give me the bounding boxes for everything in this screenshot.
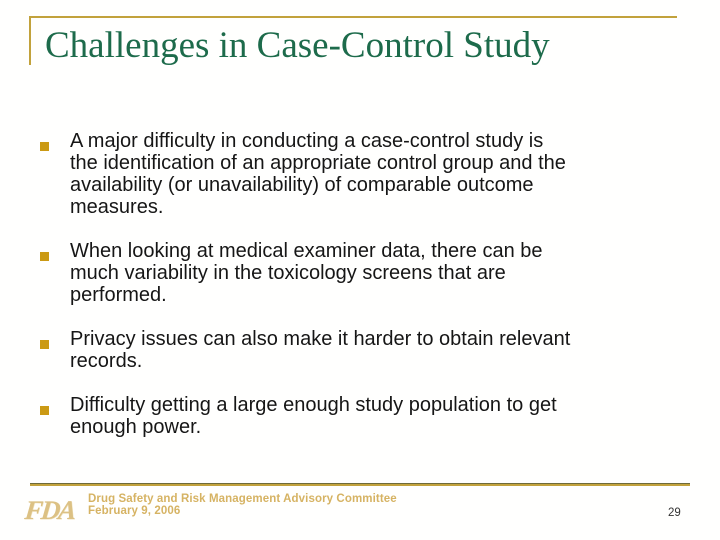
bullet-list: A major difficulty in conducting a case-…: [40, 130, 670, 438]
bullet-square-icon: [40, 142, 49, 151]
bullet-text: A major difficulty in conducting a case-…: [70, 130, 566, 218]
bullet-item: Privacy issues can also make it harder t…: [40, 328, 670, 372]
title-left-rule: [29, 16, 31, 65]
bullet-square-icon: [40, 252, 49, 261]
bullet-square-icon: [40, 340, 49, 349]
slide-title: Challenges in Case-Control Study: [45, 25, 550, 66]
fda-logo: FDA: [23, 495, 77, 525]
footer-rule: [30, 483, 690, 486]
bullet-text: Privacy issues can also make it harder t…: [70, 328, 571, 372]
title-top-rule: [30, 16, 677, 18]
bullet-square-icon: [40, 406, 49, 415]
page-number: 29: [668, 507, 681, 519]
footer-committee: Drug Safety and Risk Management Advisory…: [88, 493, 397, 505]
footer-date: February 9, 2006: [88, 504, 181, 517]
bullet-text: Difficulty getting a large enough study …: [70, 394, 557, 438]
footer-text: Drug Safety and Risk Management Advisory…: [88, 493, 397, 517]
bullet-item: Difficulty getting a large enough study …: [40, 394, 670, 438]
bullet-text: When looking at medical examiner data, t…: [70, 240, 543, 306]
bullet-item: When looking at medical examiner data, t…: [40, 240, 670, 306]
bullet-item: A major difficulty in conducting a case-…: [40, 130, 670, 218]
